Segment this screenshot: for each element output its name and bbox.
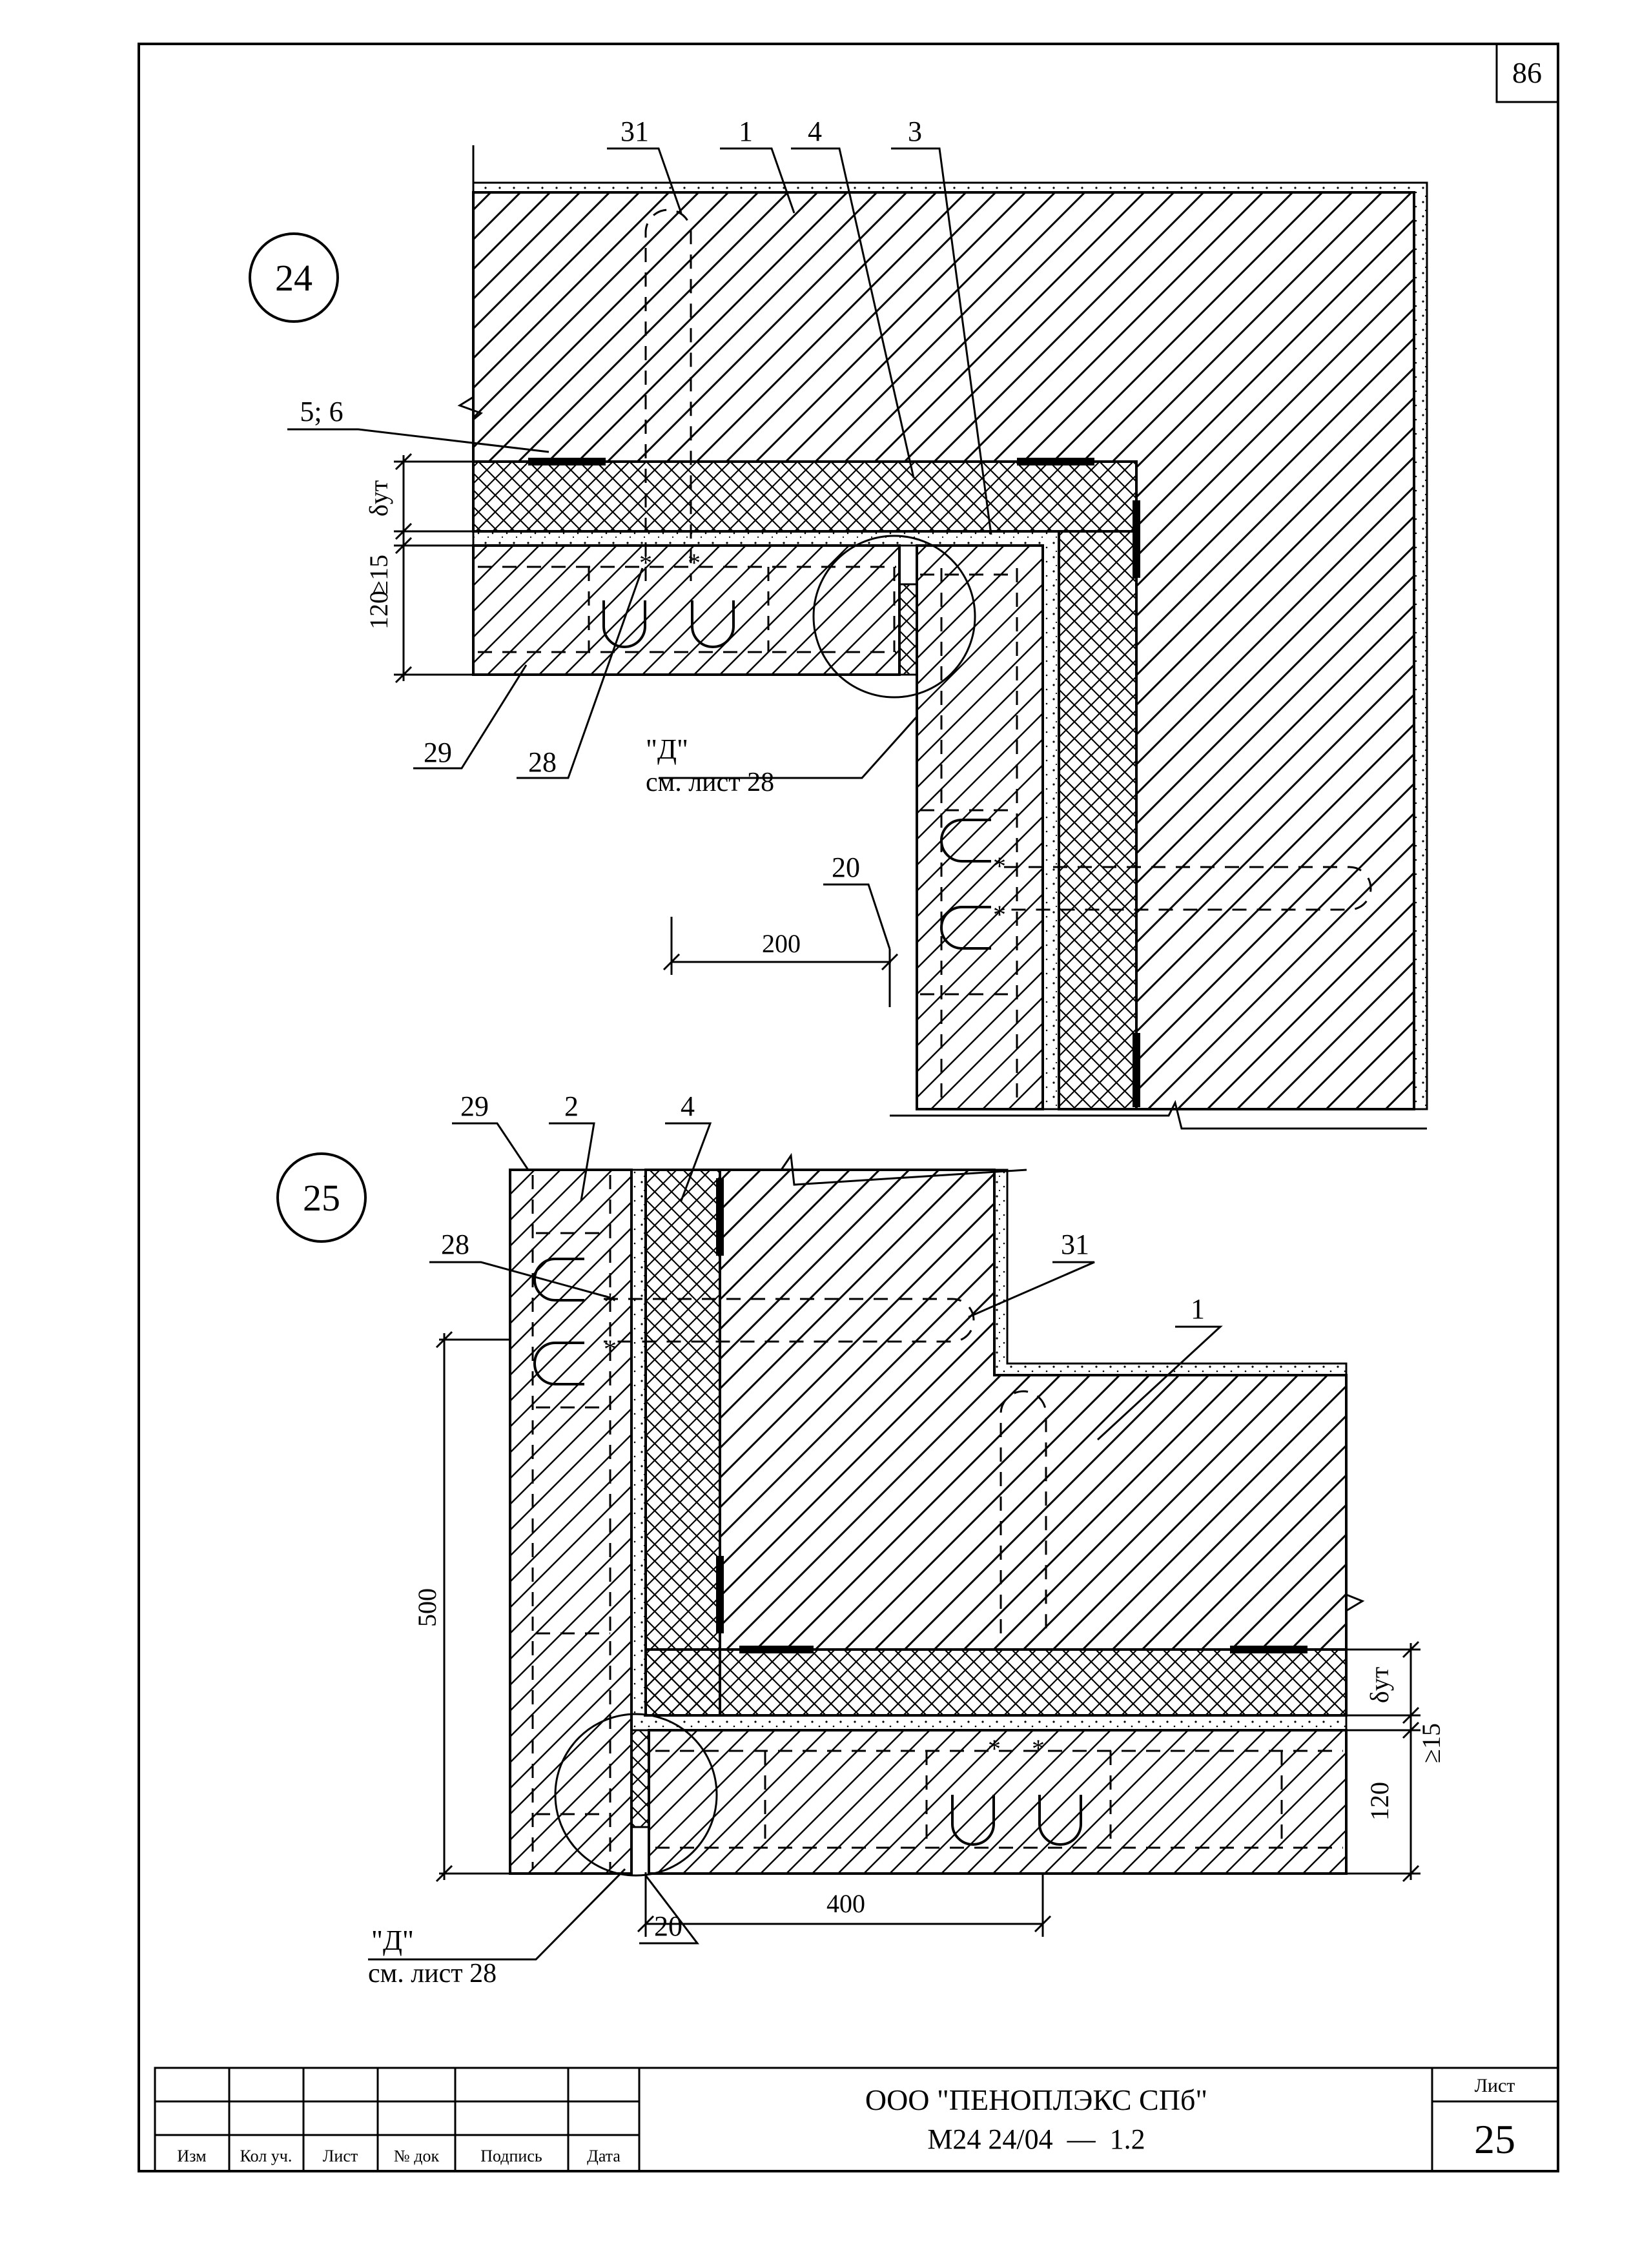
detail-number: 24 [275,257,313,299]
weld-mark: * [688,548,701,577]
detail-24: * * * * 24 31 1 4 3 5; 6 29 28 20 [249,116,1428,1130]
detail-number-circle [276,1152,367,1243]
dim-gap: ≥15 [1417,1723,1446,1763]
title-col-izm: Изм [177,2147,206,2165]
detail-25: * * * * 25 29 2 4 28 31 1 20 [276,1090,1446,1988]
reference-note: см. лист 28 [646,768,774,797]
leader-lines-25 [368,1122,1223,1961]
adhesive-strip [1230,1646,1307,1653]
callout-3: 3 [908,116,922,147]
break-mark-bottom-24 [890,1099,1427,1130]
dim-insulation: δут [1365,1667,1394,1703]
callout-31: 31 [1061,1229,1089,1260]
callout-1: 1 [1191,1293,1205,1325]
callout-31: 31 [620,116,649,147]
callout-5-6: 5; 6 [300,396,343,427]
title-col-date: Дата [587,2147,620,2165]
insulation-vertical-25 [644,1169,721,1717]
insulation-vertical-24 [1058,530,1138,1110]
reference-title: "Д" [371,1925,414,1956]
callout-20: 20 [654,1910,682,1942]
adhesive-strip [1017,458,1094,465]
dim-panel: 120 [364,591,393,629]
company-name: ООО "ПЕНОПЛЭКС СПб" [865,2083,1207,2116]
u-loop-28 [602,600,646,648]
reference-note: см. лист 28 [368,1959,497,1988]
dim-height: 500 [413,1588,442,1627]
anchor-loop-31-24 [644,209,692,581]
dim-insulation: δут [364,480,393,516]
dim-offset: 400 [826,1889,865,1918]
page-number: 86 [1512,56,1542,89]
sheet-number: 25 [1474,2116,1515,2162]
anchor-horizontal-25 [604,1298,975,1343]
panel-reinforcement-25 [531,1175,1343,1869]
weld-mark: * [993,852,1006,881]
callout-4: 4 [681,1090,695,1122]
facing-panel-vertical-24 [916,544,1044,1110]
callout-20: 20 [832,852,860,883]
break-mark-right-25 [1345,1582,1365,1612]
document-code: М24 24/04 — 1.2 [927,2123,1145,2155]
title-col-list: Лист [323,2147,358,2165]
anchor-horizontal-24 [1004,866,1372,911]
title-col-sign: Подпись [480,2147,542,2165]
adhesive-strip [528,458,606,465]
detail-number: 25 [303,1177,340,1219]
u-loop-28 [940,906,991,950]
callout-2: 2 [564,1090,579,1122]
callout-29: 29 [460,1090,489,1122]
corner-seal-24 [898,583,918,676]
u-loop-28 [691,600,735,648]
dim-panel: 120 [1365,1782,1394,1821]
adhesive-strip [1133,500,1140,578]
adhesive-strip [1133,1033,1140,1107]
weld-mark: * [604,1334,617,1364]
detail-d-circle-25 [554,1713,718,1877]
adhesive-strip [716,1556,724,1633]
facing-panel-horizontal-24 [472,544,901,676]
title-col-kol: Кол уч. [240,2147,292,2165]
insulation-horizontal-24 [472,460,1138,533]
detail-d-circle-24 [812,535,976,699]
corner-seal-25 [630,1729,650,1828]
break-mark-top-24 [457,145,483,421]
weld-mark: * [1032,1734,1045,1763]
u-loop-28 [940,819,991,863]
callout-28: 28 [441,1229,469,1260]
u-loop-28 [1038,1795,1082,1846]
sheet-label: Лист [1475,2075,1515,2096]
adhesive-strip [716,1178,724,1256]
title-col-doc: № док [394,2147,440,2165]
detail-number-circle [249,232,339,323]
callout-28: 28 [528,746,557,778]
insulation-horizontal-25 [644,1648,1348,1717]
u-loop-28 [533,1342,584,1385]
u-loop-28 [533,1258,584,1302]
dim-offset: 200 [762,929,801,958]
adhesive-strip [739,1646,814,1653]
reference-title: "Д" [646,733,688,765]
panel-reinforcement-24 [478,566,1018,1104]
weld-mark: * [604,1287,617,1316]
weld-mark: * [988,1734,1001,1763]
title-block [154,2067,1559,2172]
dimension-lines-25 [435,1331,1420,1937]
wall-concrete-25 [719,1169,1348,1651]
leader-lines-24 [287,147,992,950]
dim-gap: ≥15 [364,555,393,595]
callout-4: 4 [808,116,822,147]
page-number-box [1495,43,1559,103]
u-loop-28 [951,1795,995,1846]
dimension-lines-24 [394,453,899,1007]
weld-mark: * [993,900,1006,929]
wall-finish-25 [993,1169,1348,1376]
callout-29: 29 [424,737,452,768]
anchor-vertical-25 [1000,1390,1047,1633]
callout-1: 1 [739,116,753,147]
